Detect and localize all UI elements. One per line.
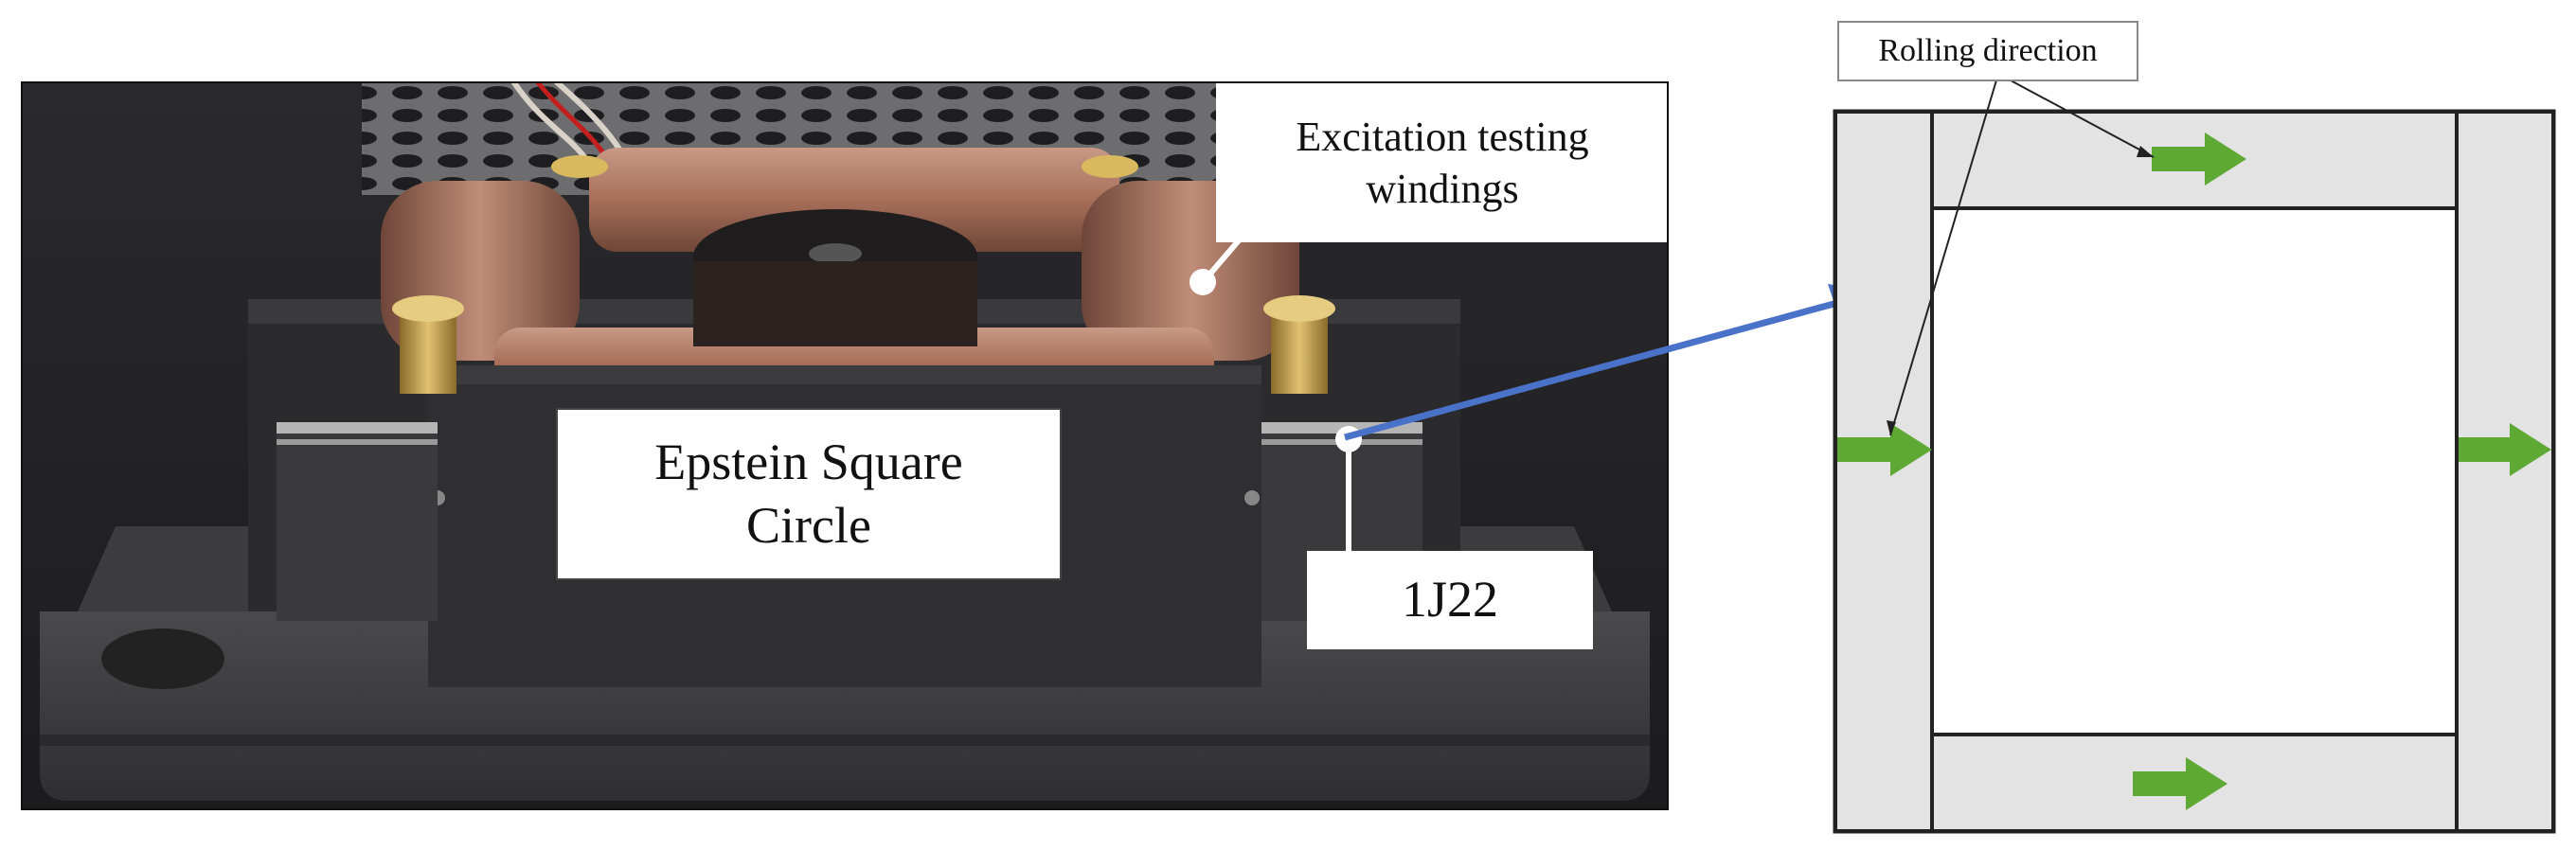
rolling-direction-label: Rolling direction [1837,21,2138,81]
top-strip-rolling-arrow [2152,133,2246,186]
schematic-outer-frame [1833,109,2556,834]
rolling-pointer-left [1889,73,1999,436]
connector-arrow-shaft [1344,299,1838,441]
excitation-windings-label: Excitation testing windings [1216,83,1669,242]
right-strip-rolling-arrow [2459,423,2551,476]
left-strip [1834,110,1934,833]
epstein-frame-photo: Excitation testing windings Epstein Squa… [21,81,1669,810]
excitation-label-line1: Excitation testing [1296,114,1589,160]
epstein-label-line1: Epstein Square [654,433,963,490]
epstein-label-line2: Circle [746,497,871,554]
bottom-strip-rolling-arrow [2133,757,2227,810]
epstein-square-circle-label: Epstein Square Circle [556,408,1062,580]
excitation-label-line2: windings [1366,166,1519,212]
material-1j22-label: 1J22 [1307,551,1593,649]
photo-border [21,81,1669,810]
right-strip [2455,110,2555,833]
rolling-pointer-top [1997,73,2155,158]
material-label-text: 1J22 [1401,571,1498,629]
left-strip-rolling-arrow [1837,423,1932,476]
rolling-label-text: Rolling direction [1878,32,2098,68]
